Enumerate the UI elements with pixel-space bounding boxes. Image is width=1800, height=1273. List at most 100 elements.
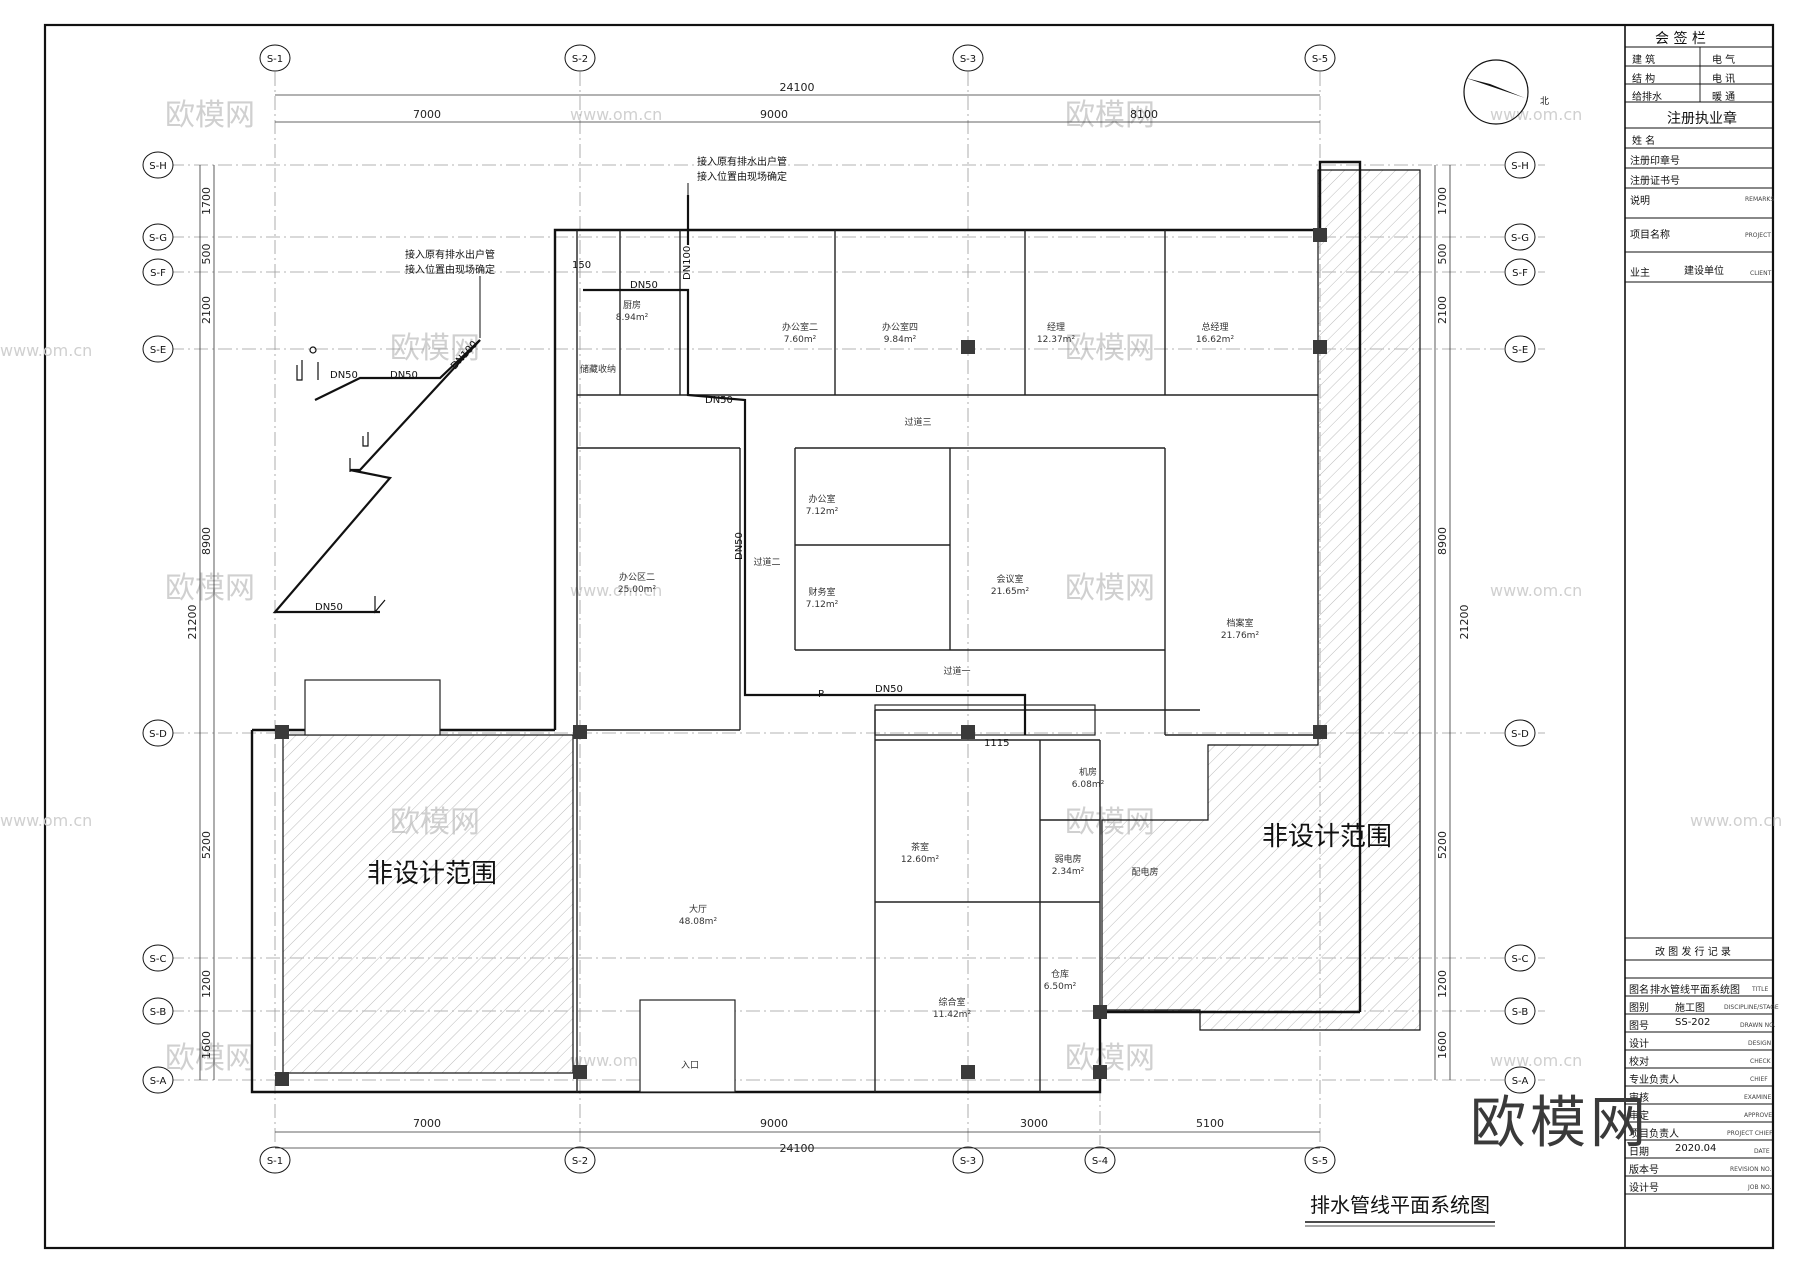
tb-row-value: 施工图 [1675, 1003, 1705, 1014]
dim-top-total: 24100 [780, 81, 815, 94]
axis-bubble-left: S-E [142, 335, 174, 363]
svg-text:办公室二: 办公室二 [782, 321, 818, 333]
non-design-zone-left-hatch [282, 734, 574, 1074]
svg-text:12.60m²: 12.60m² [901, 855, 940, 865]
tb-row-en: JOB NO. [1748, 1184, 1772, 1191]
watermark-text: 欧模网 [1065, 1041, 1155, 1076]
tb-row-en: REVISION NO. [1730, 1166, 1772, 1173]
tb-row-label: 专业负责人 [1629, 1075, 1679, 1086]
tb-row-value: 2020.04 [1675, 1143, 1717, 1154]
svg-text:S-F: S-F [150, 268, 166, 279]
svg-text:21.76m²: 21.76m² [1221, 631, 1260, 641]
axis-bubble-bottom: S-3 [952, 1146, 984, 1174]
svg-text:S-3: S-3 [960, 54, 976, 65]
dim-top-seg: 9000 [760, 108, 788, 121]
countersign-cell: 结 构 [1632, 74, 1656, 85]
watermark-url: www.om.cn [1490, 581, 1582, 600]
title-block-lines [1625, 46, 1773, 1195]
project-label: 项目名称 [1630, 230, 1670, 241]
connection-note: 接入位置由现场确定 [697, 170, 787, 183]
svg-text:S-G: S-G [1511, 233, 1529, 244]
svg-text:弱电房: 弱电房 [1054, 853, 1081, 865]
riser-dim: 1115 [984, 738, 1009, 749]
axis-bubble-left: S-D [142, 719, 174, 747]
svg-text:7.12m²: 7.12m² [806, 507, 839, 517]
watermark-url: www.om.cn [1690, 811, 1782, 830]
svg-text:仓库: 仓库 [1051, 968, 1069, 980]
svg-text:S-D: S-D [1511, 729, 1529, 740]
watermark-url: www.om.cn [570, 105, 662, 124]
dim-left-seg: 5200 [200, 831, 213, 859]
svg-text:S-2: S-2 [572, 54, 588, 65]
corner-watermark: 欧模网 [1470, 1091, 1650, 1156]
tb-row-en: CHIEF [1750, 1076, 1768, 1083]
watermark-text: 欧模网 [1065, 331, 1155, 366]
entrance-door-frame [639, 999, 736, 1093]
svg-text:储藏收纳: 储藏收纳 [580, 363, 616, 375]
axis-bubble-top: S-3 [952, 44, 984, 72]
dim-right-seg: 2100 [1436, 296, 1449, 324]
tb-row-en: APPROVE [1744, 1112, 1773, 1119]
tb-row-en: CHECK [1750, 1058, 1771, 1065]
north-arrow: 北 [1463, 59, 1549, 125]
dim-left-seg: 8900 [200, 527, 213, 555]
svg-text:S-C: S-C [150, 954, 167, 965]
svg-text:S-4: S-4 [1092, 1156, 1108, 1167]
tb-row-label: 设计号 [1629, 1183, 1659, 1194]
svg-text:S-H: S-H [149, 161, 166, 172]
svg-text:办公室四: 办公室四 [882, 321, 918, 333]
dim-left-seg: 1200 [200, 970, 213, 998]
axis-bubble-bottom: S-4 [1084, 1146, 1116, 1174]
tb-row-label: 日期 [1629, 1147, 1649, 1158]
axis-bubble-right: S-E [1504, 335, 1536, 363]
stamp-header: 注册执业章 [1667, 111, 1737, 127]
tb-row-en: EXAMINE [1744, 1094, 1772, 1101]
riser-cabinet [874, 704, 1096, 736]
axis-bubble-left: S-B [142, 997, 174, 1025]
svg-text:S-D: S-D [149, 729, 167, 740]
svg-text:21.65m²: 21.65m² [991, 587, 1030, 597]
project-en: PROJECT [1745, 232, 1771, 239]
watermark-url: www.om.cn [570, 1051, 662, 1070]
room-label: 过道二 [753, 556, 780, 568]
svg-text:S-5: S-5 [1312, 54, 1328, 65]
svg-text:S-1: S-1 [267, 1156, 283, 1167]
dim-right-seg: 1700 [1436, 187, 1449, 215]
remarks-label: 说明 [1630, 196, 1650, 207]
tb-row-label: 项目负责人 [1629, 1129, 1679, 1140]
room-label: 机房6.08m² [1072, 766, 1105, 790]
tb-row-en: DATE [1754, 1148, 1770, 1155]
svg-text:7.12m²: 7.12m² [806, 600, 839, 610]
svg-text:7.60m²: 7.60m² [784, 335, 817, 345]
room-label: 办公室二 7.60m² [782, 321, 818, 345]
tb-row-label: 审定 [1629, 1111, 1649, 1122]
svg-text:2.34m²: 2.34m² [1052, 867, 1085, 877]
axis-bubble-bottom: S-1 [259, 1146, 291, 1174]
tb-row-en: DRAWN NO. [1740, 1022, 1776, 1029]
svg-text:48.08m²: 48.08m² [679, 917, 718, 927]
dim-bottom-seg: 5100 [1196, 1117, 1224, 1130]
svg-text:6.08m²: 6.08m² [1072, 780, 1105, 790]
dim-top-seg: 7000 [413, 108, 441, 121]
dim-bottom-seg: 7000 [413, 1117, 441, 1130]
axis-bubble-right: S-G [1504, 223, 1536, 251]
client-label: 业主 [1630, 268, 1650, 279]
riser-dim: 150 [572, 260, 591, 271]
watermark-url: www.om.cn [1490, 1051, 1582, 1070]
axis-bubble-right: S-D [1504, 719, 1536, 747]
axis-bubble-right: S-F [1504, 258, 1536, 286]
svg-text:过道一: 过道一 [943, 665, 970, 677]
pipe-label-dn50-riser: DN50 [734, 532, 745, 560]
tb-row-label: 版本号 [1629, 1165, 1659, 1176]
pipe-label-dn100: DN100 [682, 246, 693, 280]
watermark-url: www.om.cn [0, 811, 92, 830]
dim-right-seg: 1600 [1436, 1031, 1449, 1059]
room-label: 过道三 [904, 416, 931, 428]
dim-right-total: 21200 [1458, 605, 1471, 640]
